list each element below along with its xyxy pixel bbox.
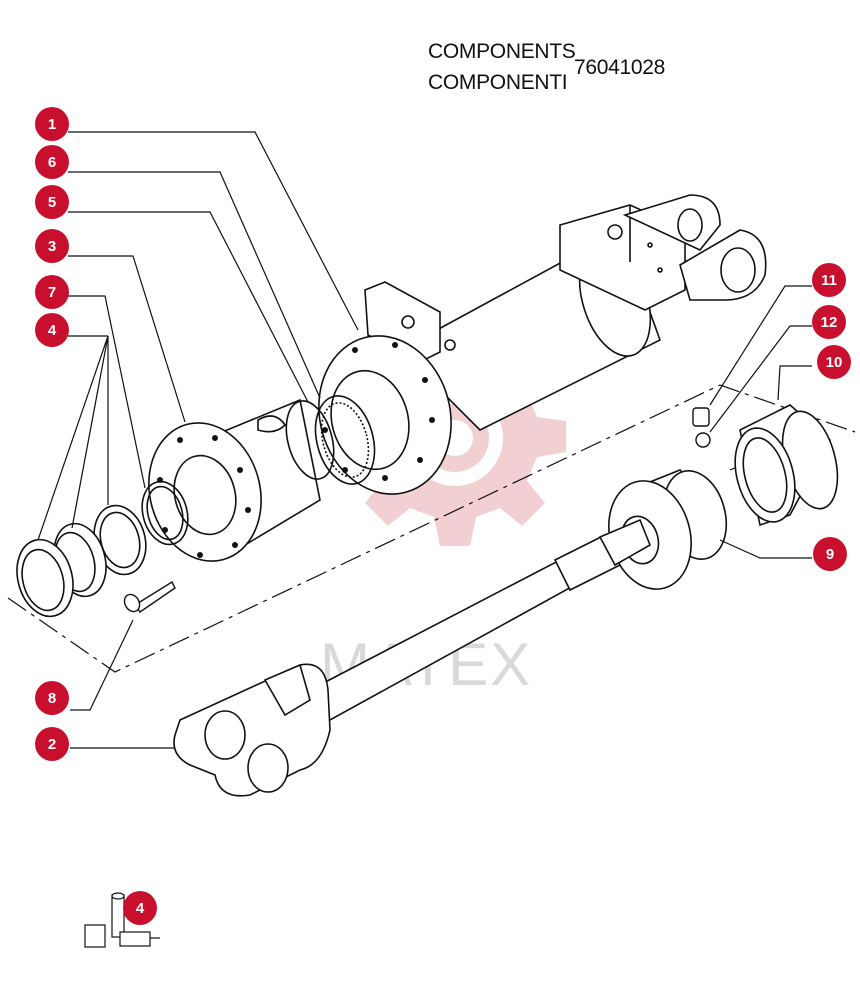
snap-ring [141,480,189,546]
seals-5-6 [285,395,376,485]
oil-can-icon [84,892,160,948]
callout-circle [35,145,69,179]
callout-label: 12 [821,314,838,331]
callout-label: 1 [48,116,56,133]
callout-circle [35,185,69,219]
callout-label: 2 [48,736,56,753]
callout-circle [812,263,846,297]
callout-c8[interactable]: 8 [35,681,69,715]
part-number: 76041028 [574,56,666,79]
callout-circle [35,107,69,141]
callout-c5[interactable]: 5 [35,185,69,219]
callout-label: 8 [48,690,56,707]
callout-c9[interactable]: 9 [813,537,847,571]
callout-label: 3 [48,238,56,255]
callout-c6[interactable]: 6 [35,145,69,179]
callout-circle [35,313,69,347]
seal-kit [16,504,147,618]
callout-circle [812,305,846,339]
header-title-it: COMPONENTI [428,71,568,94]
callout-label: 4 [48,322,57,339]
callout-circle [35,727,69,761]
callout-c12[interactable]: 12 [812,305,846,339]
callout-c4[interactable]: 4 [35,313,69,347]
callout-circle [35,229,69,263]
callout-c2[interactable]: 2 [35,727,69,761]
cylinder-barrel [364,194,767,431]
callout-c4b[interactable]: 4 [123,891,157,925]
grub-screw-and-ball [692,407,711,448]
cylinder-flange [318,335,452,495]
callout-label: 5 [48,194,56,211]
piston-rod [173,518,652,797]
callout-label: 11 [821,272,837,289]
piston-seal [734,404,839,527]
callout-label: 9 [826,546,834,563]
callout-circle [35,681,69,715]
callout-circle [35,275,69,309]
header-title-en: COMPONENTS [428,40,576,63]
callout-label: 7 [48,284,56,301]
screw [123,581,176,613]
callout-label: 10 [826,354,843,371]
callout-c11[interactable]: 11 [812,263,846,297]
callout-label: 4 [136,900,145,917]
callout-label: 6 [48,154,56,171]
leader-lines [37,131,812,749]
callout-circle [817,345,851,379]
callout-circle [123,891,157,925]
callout-c1[interactable]: 1 [35,107,69,141]
guide-bush [148,398,321,562]
callout-c10[interactable]: 10 [817,345,851,379]
callout-circle [813,537,847,571]
callout-c7[interactable]: 7 [35,275,69,309]
callout-c3[interactable]: 3 [35,229,69,263]
